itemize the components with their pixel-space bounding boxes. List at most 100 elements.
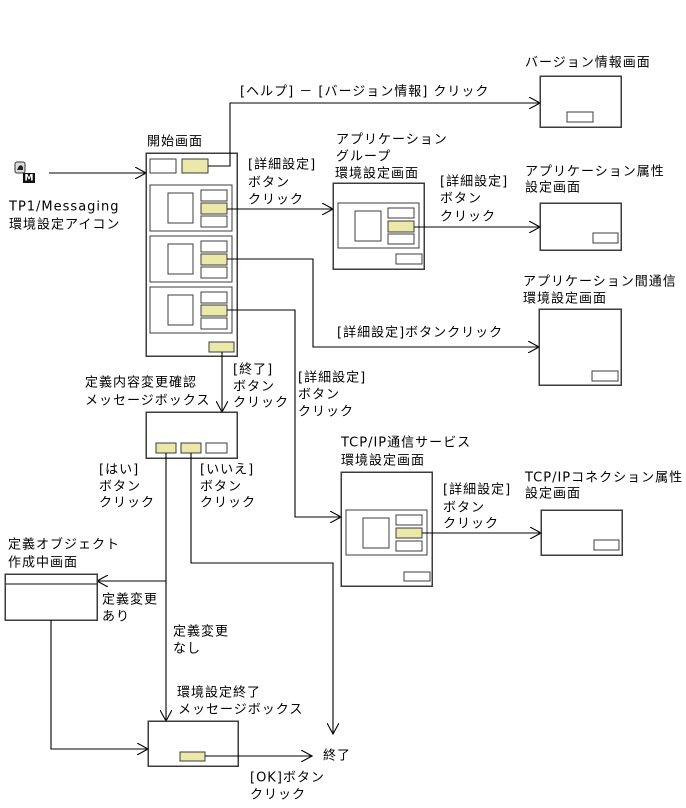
- start-end-button: [208, 341, 235, 353]
- app-group-button: [387, 207, 415, 219]
- start-panel-app-group: [149, 184, 233, 232]
- edge-changed-label-2: あり: [102, 610, 130, 625]
- app-group-ok-button: [395, 253, 423, 265]
- finish-box-title-2: メッセージボックス: [178, 703, 303, 718]
- edge-detail-attr-label-1: [詳細設定]: [440, 174, 508, 190]
- app-attr-screen: [539, 202, 622, 251]
- tcpip-conn-title-1: TCP/IPコネクション属性: [524, 471, 683, 486]
- edge-help-version-label: [ヘルプ] － [バージョン情報] クリック: [240, 85, 489, 100]
- edge-ok-label-2: クリック: [250, 788, 306, 803]
- tcpip-conn-screen: [540, 509, 623, 556]
- version-ok-button: [566, 111, 594, 123]
- edge-detail-group-label-3: クリック: [248, 193, 304, 208]
- app-group-image: [354, 210, 382, 242]
- icon-figure: [17, 165, 23, 170]
- def-object-frame: [4, 573, 98, 621]
- panel-button: [200, 266, 228, 279]
- edge-detail-group-label-2: ボタン: [248, 176, 290, 191]
- tp1-messaging-icon: M: [14, 161, 35, 184]
- tcpip-conn-frame: [540, 509, 623, 556]
- edge-no-label-2: ボタン: [200, 480, 242, 495]
- tcpip-service-button: [395, 514, 423, 526]
- panel-detail-button: [200, 253, 228, 266]
- version-info-screen: [539, 75, 622, 128]
- edge-start-to-app-comm: [227, 258, 539, 347]
- edge-ok-label-1: [OK]ボタン: [250, 771, 325, 786]
- confirm-cancel-button: [205, 442, 228, 454]
- start-screen-title: 開始画面: [147, 135, 203, 150]
- edge-start-to-tcpip: [227, 309, 341, 517]
- app-attr-ok-button: [592, 232, 619, 244]
- icon-badge: [23, 173, 35, 183]
- tcpip-service-detail-button: [395, 527, 423, 539]
- app-comm-title-1: アプリケーション間通信: [523, 275, 677, 290]
- start-screen: [145, 152, 238, 357]
- edge-end-label-1: [終了]: [233, 362, 273, 378]
- app-group-title-1: アプリケーション: [336, 133, 448, 148]
- def-object-title-1: 定義オブジェクト: [8, 537, 120, 553]
- confirm-no-button: [180, 442, 202, 454]
- edge-yes-label-3: クリック: [99, 496, 155, 511]
- panel-image: [167, 243, 194, 275]
- edge-unchanged-label-2: なし: [173, 642, 201, 657]
- edge-detail-attr-label-3: クリック: [440, 210, 496, 225]
- app-comm-ok-button: [591, 370, 619, 382]
- edge-no-label-1: [いいえ]: [200, 463, 254, 478]
- confirm-yes-button: [155, 442, 177, 454]
- def-object-screen: [4, 573, 98, 621]
- tcpip-service-ok-button: [403, 571, 431, 582]
- edge-detail-tcpconn-label-1: [詳細設定]: [443, 482, 511, 498]
- edge-detail-tcpip-label-1: [詳細設定]: [298, 370, 366, 386]
- finish-message-box: [147, 720, 239, 767]
- panel-detail-button: [200, 202, 228, 215]
- icon-badge-letter: M: [25, 174, 34, 184]
- version-screen-title: バージョン情報画面: [525, 56, 651, 71]
- icon-label-line-2: 環境設定アイコン: [9, 217, 120, 233]
- app-group-detail-button: [387, 220, 415, 233]
- tcpip-service-button: [395, 540, 423, 552]
- edge-no-to-end: [190, 453, 333, 734]
- app-comm-screen: [538, 308, 622, 386]
- tcpip-service-image: [362, 517, 390, 549]
- panel-button: [200, 215, 228, 228]
- confirm-message-box: [145, 411, 238, 459]
- edge-no-label-3: クリック: [200, 496, 256, 511]
- start-menu-button: [149, 158, 177, 174]
- start-panel-app-comm: [149, 235, 233, 283]
- edge-detail-tcpconn-label-2: ボタン: [443, 501, 485, 516]
- edge-yes-label-1: [はい]: [99, 463, 139, 478]
- app-comm-title-2: 環境設定画面: [523, 291, 607, 307]
- confirm-box-title-2: メッセージボックス: [85, 394, 210, 409]
- tcpip-service-screen: [340, 471, 433, 587]
- panel-detail-button: [200, 304, 228, 317]
- tcpip-service-title-2: 環境設定画面: [341, 453, 425, 469]
- panel-button: [200, 240, 228, 253]
- finish-ok-button: [179, 751, 206, 762]
- app-attr-title-2: 設定画面: [525, 180, 581, 196]
- panel-button: [200, 291, 228, 304]
- start-panel-tcpip: [149, 286, 233, 334]
- edge-detail-tcpconn-label-3: クリック: [443, 517, 499, 532]
- tcpip-conn-title-2: 設定画面: [525, 486, 581, 502]
- edge-def-object-to-finish: [50, 620, 148, 749]
- tcpip-conn-ok-button: [593, 539, 620, 551]
- app-group-button: [387, 233, 415, 245]
- finish-box-title-1: 環境設定終了: [177, 685, 261, 701]
- start-help-button: [181, 158, 209, 174]
- app-attr-title-1: アプリケーション属性: [525, 165, 665, 180]
- edge-yes-label-2: ボタン: [99, 480, 141, 495]
- edge-unchanged-label-1: 定義変更: [173, 624, 229, 640]
- end-terminal-label: 終了: [323, 748, 351, 764]
- edge-detail-tcpip-label-2: ボタン: [298, 388, 340, 403]
- panel-image: [167, 294, 194, 326]
- edge-detail-group-label-1: [詳細設定]: [248, 157, 316, 173]
- edge-detail-comm-label: [詳細設定]ボタンクリック: [337, 325, 503, 341]
- edge-end-label-2: ボタン: [233, 380, 275, 395]
- edge-end-label-3: クリック: [233, 396, 289, 411]
- edge-detail-attr-label-2: ボタン: [440, 192, 482, 207]
- confirm-box-title-1: 定義内容変更確認: [85, 375, 197, 391]
- edge-changed-label-1: 定義変更: [102, 592, 158, 608]
- panel-image: [167, 192, 194, 224]
- edge-detail-tcpip-label-3: クリック: [298, 405, 354, 420]
